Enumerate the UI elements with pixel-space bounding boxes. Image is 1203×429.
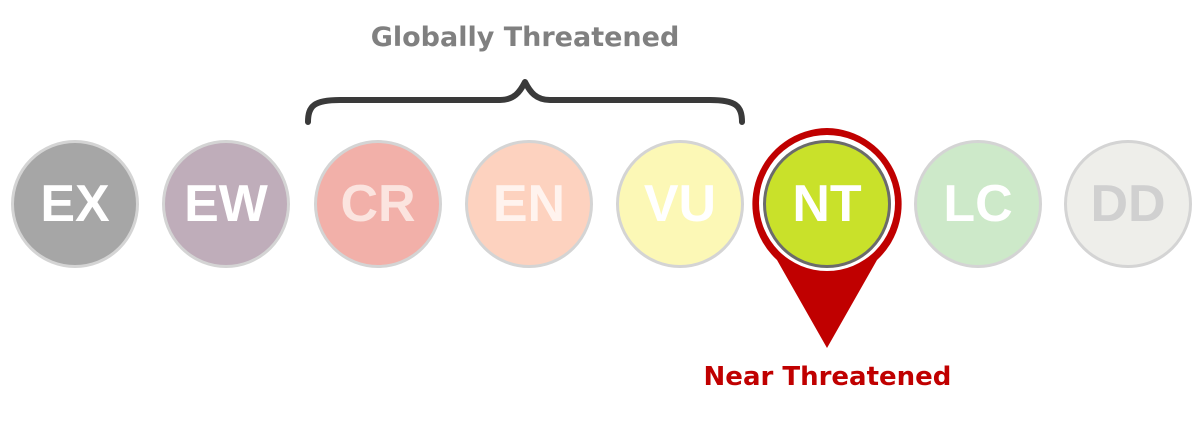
category-vu: VU xyxy=(616,140,744,268)
near-threatened-label: Near Threatened xyxy=(703,362,952,392)
category-nt: NT xyxy=(763,140,891,268)
category-ew: EW xyxy=(162,140,290,268)
category-ex: EX xyxy=(11,140,139,268)
curly-brace xyxy=(305,79,745,125)
category-en: EN xyxy=(465,140,593,268)
globally-threatened-label: Globally Threatened xyxy=(370,22,680,53)
category-cr: CR xyxy=(314,140,442,268)
category-dd: DD xyxy=(1064,140,1192,268)
category-lc: LC xyxy=(914,140,1042,268)
